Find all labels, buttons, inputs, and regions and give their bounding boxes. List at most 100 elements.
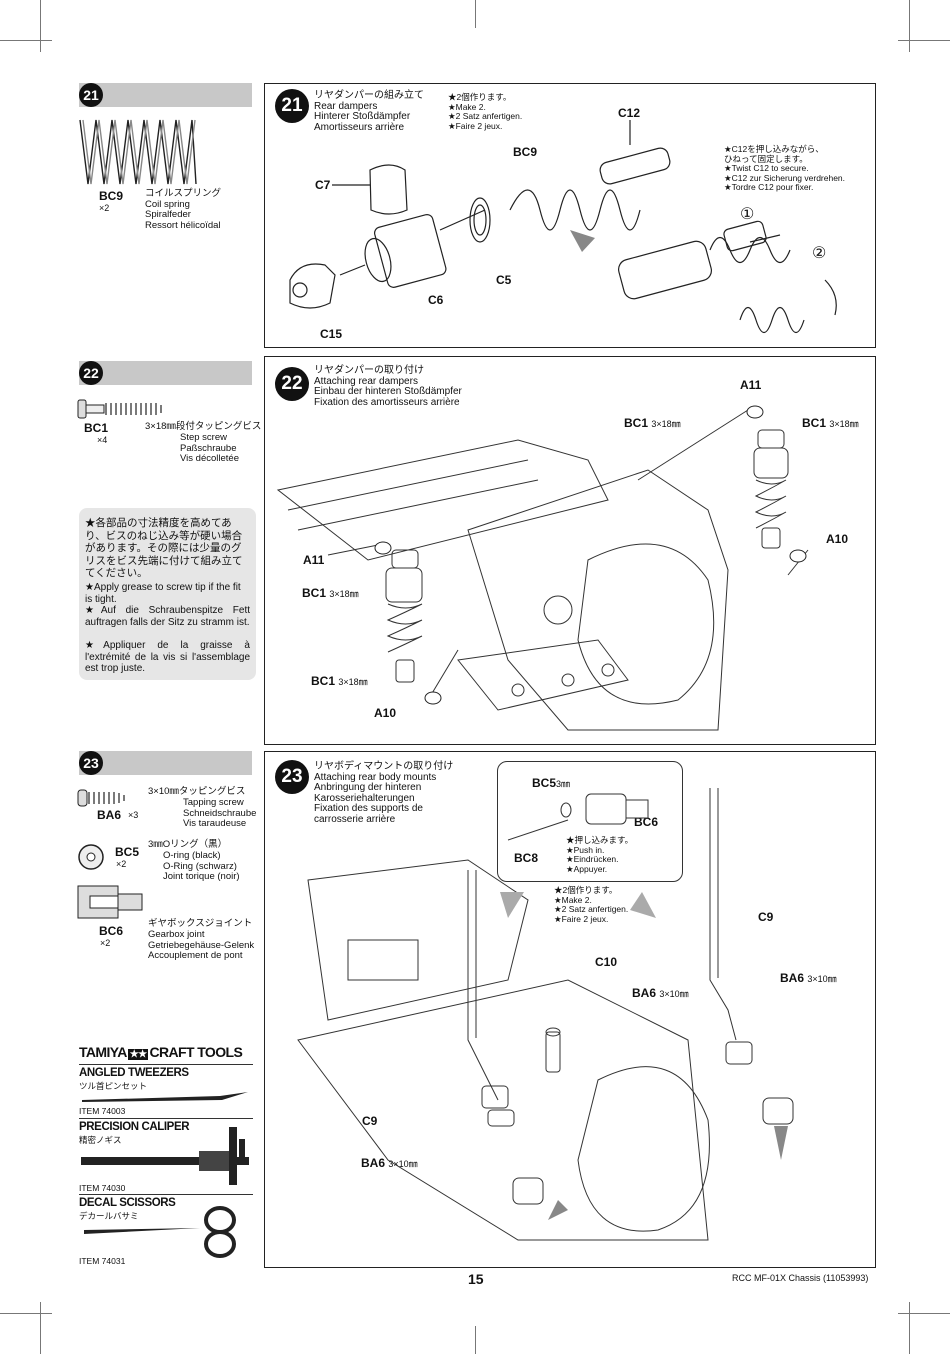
part-size: 3×18㎜段付タッピングビス [145, 421, 262, 432]
part-description: O-ring (black) O-Ring (schwarz) Joint to… [163, 850, 240, 882]
model-name: RCC MF-01X Chassis (11053993) [732, 1273, 869, 1283]
label-step-one: ① [740, 206, 755, 223]
brand-line: CRAFT TOOLS [149, 1044, 243, 1060]
damper-assembly-drawing [289, 120, 837, 334]
label-bc9: BC9 [513, 145, 538, 159]
part-code-bc6: BC6 [99, 924, 124, 938]
step-23-title: リヤボディマウントの取り付け Attaching rear body mount… [314, 761, 454, 825]
step-screw-icon [77, 399, 162, 419]
step-21-big-number: 21 [275, 89, 309, 123]
part-qty: ×2 [99, 203, 110, 213]
label-a11-top: A11 [740, 378, 762, 392]
tool-item-number: ITEM 74003 [79, 1106, 126, 1116]
crop-mark [898, 40, 950, 41]
tool-jp-name: 精密ノギス [79, 1135, 122, 1145]
star-emblem-icon: ★★ [127, 1049, 149, 1060]
crop-mark [475, 1326, 476, 1354]
tool-name: DECAL SCISSORS [79, 1197, 176, 1209]
divider [79, 1118, 253, 1119]
note-jp: ★各部品の寸法精度を高めてあり、ビスのねじ込み等が硬い場合があります。その際には… [85, 517, 243, 579]
label-c5: C5 [496, 273, 512, 287]
tweezers-icon [82, 1092, 248, 1102]
part-qty: ×4 [97, 435, 108, 445]
part-code-bc5: BC5 [115, 845, 140, 859]
part-code-bc9: BC9 [99, 189, 124, 203]
crop-mark [40, 1302, 41, 1354]
gearbox-joint-icon [77, 885, 143, 919]
step-23-number: 23 [79, 751, 103, 775]
grease-note: ★各部品の寸法精度を高めてあり、ビスのねじ込み等が硬い場合があります。その際には… [79, 508, 256, 680]
push-in-note: ★押し込みます。 ★Push in. ★Eindrücken. ★Appuyer… [566, 835, 634, 874]
label-a11-left: A11 [303, 553, 325, 567]
divider [79, 1064, 253, 1065]
chassis-drawing [276, 405, 809, 731]
step-21-title: リヤダンパーの組み立て Rear dampers Hinterer Stoßdä… [314, 90, 424, 133]
label-a10-bottom: A10 [374, 706, 397, 720]
part-code-bc1: BC1 [84, 421, 109, 435]
crop-mark [909, 0, 910, 52]
body-mount-drawing [297, 788, 794, 1241]
tool-item-number: ITEM 74030 [79, 1183, 126, 1193]
part-size: ギヤボックスジョイント [148, 918, 253, 929]
part-qty: ×2 [116, 859, 127, 869]
label-c15: C15 [320, 327, 343, 341]
step-22-header [79, 361, 252, 385]
label-bc8: BC8 [514, 851, 539, 865]
divider [79, 1194, 253, 1195]
label-bc1-bottom: BC1 3×18㎜ [311, 674, 368, 688]
label-step-two: ② [812, 245, 827, 262]
detail-inset [497, 761, 683, 882]
page-number: 15 [468, 1271, 484, 1287]
label-c9-left: C9 [362, 1114, 378, 1128]
crop-mark [40, 0, 41, 52]
step-22-number: 22 [79, 361, 103, 385]
label-bc1-mid: BC1 3×18㎜ [302, 586, 359, 600]
tool-jp-name: デカールバサミ [79, 1211, 139, 1221]
twist-note: ★C12を押し込みながら、 ひねって固定します。 ★Twist C12 to s… [724, 144, 846, 192]
label-c9-right: C9 [758, 910, 774, 924]
part-description: Step screw Paßschraube Vis décolletée [180, 432, 239, 464]
part-code-ba6: BA6 [97, 808, 122, 822]
part-size: 3㎜Oリング（黒） [148, 839, 228, 850]
step-22-panel [264, 356, 876, 745]
step-23-panel [264, 751, 876, 1268]
crop-mark [898, 1313, 950, 1314]
step-22-title: リヤダンパーの取り付け Attaching rear dampers Einba… [314, 365, 462, 408]
tool-name: ANGLED TWEEZERS [79, 1067, 189, 1079]
step-21-panel [264, 83, 876, 348]
step-21-header [79, 83, 252, 107]
o-ring-icon [78, 844, 104, 870]
label-c6: C6 [428, 293, 444, 307]
label-c7: C7 [315, 178, 331, 192]
part-description: Tapping screw Schneidschraube Vis taraud… [183, 797, 257, 829]
note-de: ★Auf die Schraubenspitze Fett auftragen … [85, 605, 250, 628]
note-fr: ★Appliquer de la graisse à l'extrémité d… [85, 640, 250, 674]
step-22-big-number: 22 [275, 367, 309, 401]
label-bc1-left: BC1 3×18㎜ [624, 416, 681, 430]
tool-item-number: ITEM 74031 [79, 1256, 126, 1266]
tool-name: PRECISION CALIPER [79, 1121, 190, 1133]
step-23-header [79, 751, 252, 775]
scissors-icon [84, 1206, 236, 1258]
crop-mark [0, 1313, 52, 1314]
part-size: 3×10㎜タッピングビス [148, 786, 246, 797]
step-21-number: 21 [79, 83, 103, 107]
label-c12: C12 [618, 106, 641, 120]
caliper-icon [81, 1127, 249, 1185]
make-two-note: ★2個作ります。 ★Make 2. ★2 Satz anfertigen. ★F… [448, 92, 523, 131]
label-ba6-mid: BA6 3×10㎜ [632, 986, 689, 1000]
craft-tools-logo: TAMIYA★★CRAFT TOOLS [79, 1044, 243, 1060]
step-23-big-number: 23 [275, 760, 309, 794]
label-c10: C10 [595, 955, 618, 969]
crop-mark [0, 40, 52, 41]
part-qty: ×3 [128, 810, 139, 820]
tool-jp-name: ツル首ピンセット [79, 1081, 148, 1091]
label-bc5: BC53㎜ [532, 776, 571, 790]
tapping-screw-icon [77, 789, 125, 807]
label-a10-right: A10 [826, 532, 849, 546]
make-two-note: ★2個作ります。 ★Make 2. ★2 Satz anfertigen. ★F… [554, 885, 629, 924]
label-bc1-right: BC1 3×18㎜ [802, 416, 859, 430]
part-description: コイルスプリング Coil spring Spiralfeder Ressort… [145, 188, 222, 231]
coil-spring-icon [79, 119, 197, 185]
part-qty: ×2 [100, 938, 111, 948]
